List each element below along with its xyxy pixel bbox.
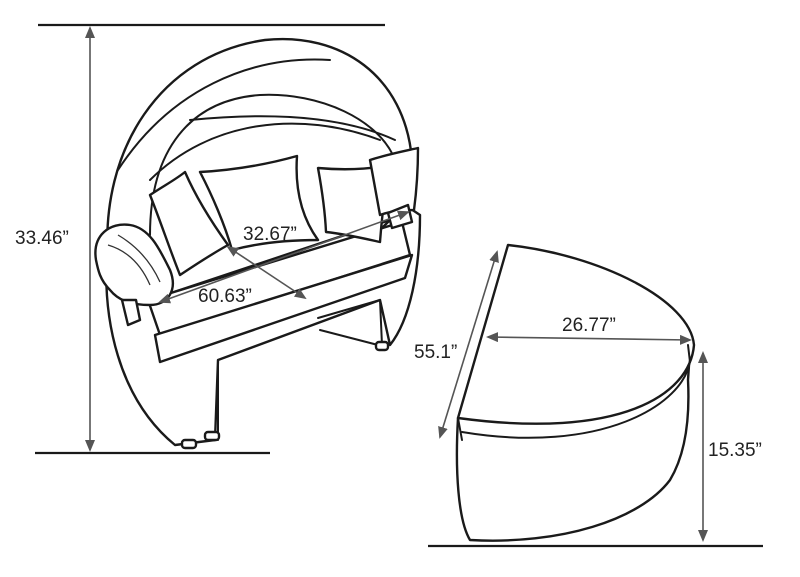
- ottoman-cushion-band: [461, 359, 691, 439]
- ottoman-length-label: 55.1”: [414, 342, 457, 363]
- ottoman-length-dimension-line: [438, 250, 499, 439]
- ottoman-depth-label: 26.77”: [562, 315, 616, 336]
- daybed-wheel: [180, 438, 198, 450]
- daybed-width-label: 60.63”: [198, 286, 252, 307]
- ottoman-drawing: [455, 243, 696, 542]
- daybed-width-dimension-line: [158, 210, 410, 304]
- daybed-fabric-tab: [120, 298, 142, 327]
- daybed-canopy-rib: [149, 122, 381, 181]
- daybed-canopy-rib: [189, 115, 396, 141]
- daybed-canopy-rib: [117, 58, 331, 171]
- daybed-pillow-back: [368, 146, 420, 217]
- ottoman-height-label: 15.35”: [708, 440, 762, 461]
- daybed-wheel: [203, 430, 221, 442]
- ottoman-depth-dimension-line: [486, 332, 692, 345]
- daybed-height-label: 33.46”: [15, 228, 69, 249]
- daybed-depth-label: 32.67”: [243, 224, 297, 245]
- daybed-wheel: [374, 340, 390, 352]
